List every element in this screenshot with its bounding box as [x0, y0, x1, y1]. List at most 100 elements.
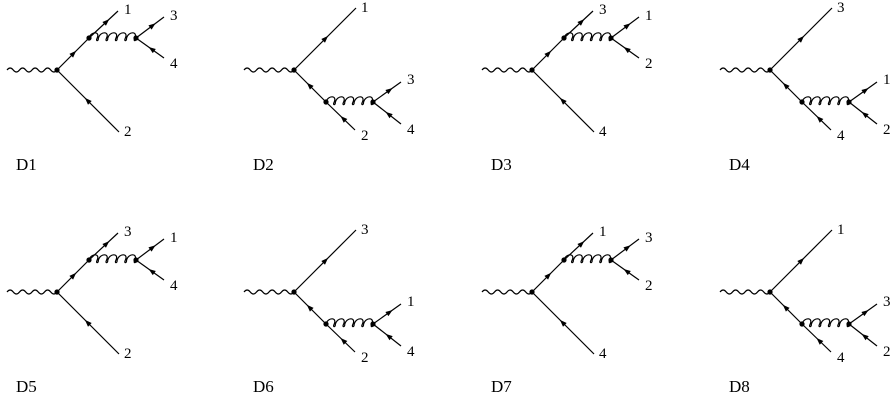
quark-arrow	[623, 269, 631, 276]
leg-label: 1	[645, 8, 653, 24]
quark-arrow	[544, 272, 552, 280]
leg-label: 2	[124, 124, 132, 140]
leg-label: 1	[883, 72, 891, 88]
diagram-caption: D7	[491, 377, 512, 396]
quark-arrow	[321, 257, 329, 265]
gluon-line	[563, 32, 612, 42]
quark-arrow	[816, 338, 824, 345]
leg-label: 1	[407, 294, 415, 310]
photon-line	[6, 289, 58, 295]
quark-arrow	[385, 333, 393, 341]
leg-label: 2	[883, 122, 891, 138]
leg-label: 4	[599, 124, 607, 140]
leg-label: 1	[124, 2, 132, 18]
quark-arrow	[782, 304, 790, 312]
quark-arrow	[148, 23, 156, 30]
quark-arrow	[623, 23, 631, 30]
quark-arrow	[623, 245, 631, 252]
quark-line-upper-outer	[88, 10, 119, 39]
quark-arrow	[69, 272, 77, 280]
leg-label: 2	[124, 346, 132, 362]
photon-line	[719, 67, 771, 73]
diagram-d2: 1 3 4 2D2	[243, 0, 415, 174]
quark-line-upper-outer	[563, 10, 594, 39]
leg-label: 3	[170, 8, 178, 24]
photon-line	[719, 289, 771, 295]
leg-label: 3	[407, 72, 415, 88]
quark-arrow	[84, 319, 92, 327]
quark-arrow	[577, 241, 585, 248]
gluon-line	[88, 32, 137, 42]
leg-label: 3	[361, 222, 369, 238]
leg-label: 4	[837, 350, 845, 366]
quark-line-upper-outer	[563, 232, 594, 261]
quark-arrow	[782, 82, 790, 90]
leg-label: 2	[645, 56, 653, 72]
quark-arrow	[544, 50, 552, 58]
diagram-caption: D2	[253, 155, 274, 174]
quark-arrow	[69, 50, 77, 58]
quark-arrow	[577, 19, 585, 26]
quark-arrow	[84, 97, 92, 105]
quark-arrow	[861, 310, 869, 317]
gluon-line	[801, 96, 850, 106]
quark-arrow	[861, 111, 869, 119]
quark-arrow	[559, 319, 567, 327]
leg-label: 1	[599, 224, 607, 240]
quark-arrow	[623, 47, 631, 54]
quark-arrow	[102, 19, 110, 26]
leg-label: 1	[361, 0, 369, 16]
quark-arrow	[102, 241, 110, 248]
diagram-caption: D8	[729, 377, 750, 396]
gluon-line	[88, 254, 137, 264]
quark-arrow	[340, 116, 348, 123]
quark-arrow	[559, 97, 567, 105]
quark-arrow	[861, 333, 869, 341]
leg-label: 3	[883, 294, 891, 310]
quark-line-upper-outer	[88, 232, 119, 261]
leg-label: 4	[407, 122, 415, 138]
quark-arrow	[797, 257, 805, 265]
gluon-line	[563, 254, 612, 264]
leg-label: 3	[645, 230, 653, 246]
gluon-line	[801, 318, 850, 328]
quark-arrow	[861, 88, 869, 95]
quark-arrow	[306, 82, 314, 90]
diagram-caption: D4	[729, 155, 750, 174]
photon-line	[6, 67, 58, 73]
leg-label: 2	[645, 278, 653, 294]
quark-arrow	[385, 88, 393, 95]
gluon-line	[325, 96, 374, 106]
photon-line	[243, 289, 295, 295]
quark-arrow	[340, 338, 348, 345]
leg-label: 3	[124, 224, 132, 240]
leg-label: 2	[361, 128, 369, 144]
quark-arrow	[321, 35, 329, 43]
leg-label: 4	[170, 278, 178, 294]
diagram-caption: D1	[16, 155, 37, 174]
leg-label: 4	[837, 128, 845, 144]
leg-label: 4	[170, 56, 178, 72]
leg-label: 1	[837, 222, 845, 238]
photon-line	[243, 67, 295, 73]
diagram-d7: 1 3 2 4D7	[481, 224, 653, 396]
gluon-line	[325, 318, 374, 328]
quark-arrow	[385, 310, 393, 317]
leg-label: 4	[599, 346, 607, 362]
quark-arrow	[816, 116, 824, 123]
leg-label: 3	[599, 2, 607, 18]
photon-line	[481, 289, 533, 295]
diagram-d5: 3 1 4 2D5	[6, 224, 178, 396]
quark-arrow	[148, 47, 156, 54]
diagram-caption: D6	[253, 377, 274, 396]
leg-label: 1	[170, 230, 178, 246]
quark-arrow	[797, 35, 805, 43]
diagram-caption: D5	[16, 377, 37, 396]
diagram-d1: 1 3 4 2D1	[6, 2, 178, 174]
quark-arrow	[385, 111, 393, 119]
